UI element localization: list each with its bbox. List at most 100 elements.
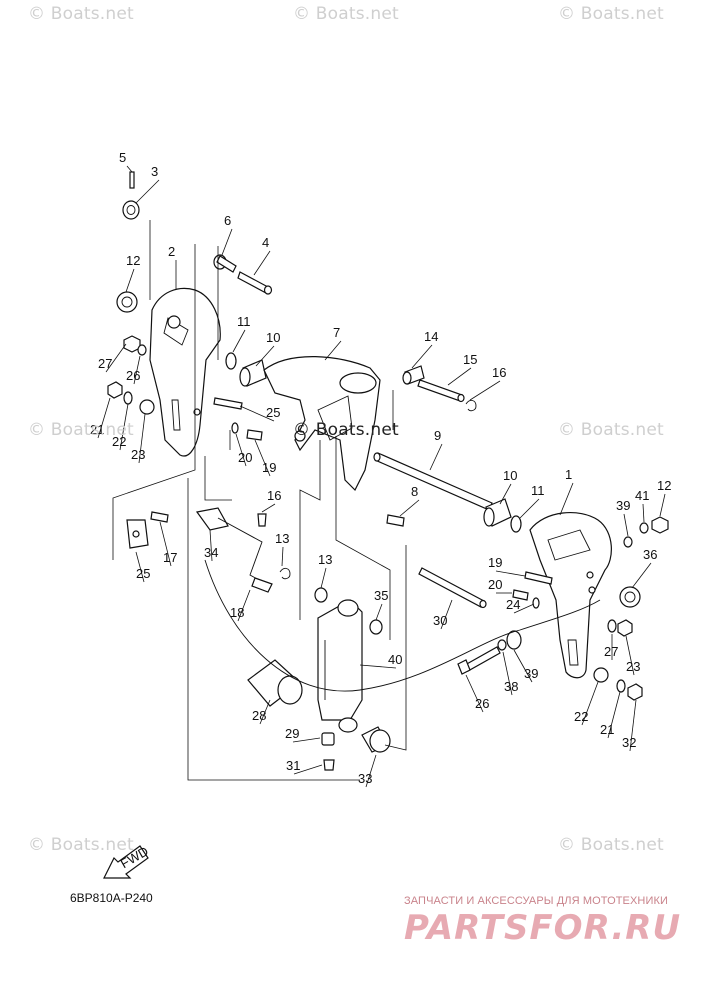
callout-number: 22 (112, 434, 126, 449)
callout-leader (429, 443, 443, 471)
callout-leader (607, 691, 621, 739)
bushing-23-right (593, 667, 609, 683)
shaft-15 (417, 379, 465, 403)
pin-4 (237, 271, 273, 295)
callout-leader (447, 367, 472, 386)
callout-number: 39 (524, 666, 538, 681)
washer-40 (506, 630, 522, 650)
callout-leader (133, 355, 141, 385)
bolt-18 (150, 511, 169, 523)
pin-28 (321, 732, 335, 746)
bolt-19-right (512, 589, 529, 601)
callout-leader (499, 483, 512, 505)
callout-leader (209, 529, 213, 562)
screw-29 (323, 759, 335, 771)
diagram-code: 6BP810A-P240 (70, 891, 153, 905)
washer-26-left (137, 344, 147, 356)
callout-leader (365, 754, 377, 788)
bolt-21-left (107, 381, 123, 399)
callout-number: 11 (531, 483, 545, 498)
callout-number: 26 (475, 696, 489, 711)
callout-number: 2 (168, 244, 175, 259)
sleeve-32 (247, 659, 303, 707)
washer-11-top (225, 352, 237, 370)
callout-number: 34 (204, 545, 218, 560)
callout-leader (411, 344, 433, 369)
callout-leader (581, 681, 599, 726)
callout-leader (469, 380, 501, 401)
callout-leader (629, 699, 637, 752)
bolt-19-left (246, 429, 263, 441)
callout-number: 25 (266, 405, 280, 420)
callout-leader (105, 343, 127, 373)
callout-number: 23 (131, 447, 145, 462)
bolt-25-left (213, 397, 243, 410)
watermark: © Boats.net (28, 4, 134, 24)
callout-number: 13 (318, 552, 332, 567)
callout-leader (239, 405, 275, 422)
callout-number: 29 (285, 726, 299, 741)
callout-number: 16 (492, 365, 506, 380)
callout-leader (235, 433, 247, 467)
callout-leader (292, 737, 321, 743)
watermark: © Boats.net (558, 420, 664, 440)
callout-number: 4 (262, 235, 269, 250)
callout-number: 9 (434, 428, 441, 443)
grease-nipple-8 (386, 514, 405, 527)
callout-number: 26 (126, 368, 140, 383)
bushing-13-a (314, 587, 328, 603)
callout-number: 11 (237, 314, 251, 329)
washer-39-right-top (623, 536, 633, 548)
washer-39-right (497, 639, 507, 651)
callout-leader (253, 250, 271, 276)
washer-11-right (510, 515, 522, 533)
callout-number: 8 (411, 484, 418, 499)
bushing-31 (361, 726, 391, 753)
callout-number: 28 (252, 708, 266, 723)
callout-leader (135, 179, 160, 204)
callout-number: 10 (503, 468, 517, 483)
callout-number: 27 (98, 356, 112, 371)
callout-leader (502, 651, 513, 696)
callout-leader (440, 599, 453, 630)
callout-number: 19 (262, 460, 276, 475)
watermark: © Boats.net (293, 4, 399, 24)
washer-26-right (607, 619, 617, 633)
callout-number: 23 (626, 659, 640, 674)
washer-20-right (532, 597, 540, 609)
vendor-tagline: ЗАПЧАСТИ И АКСЕССУАРЫ ДЛЯ МОТОТЕХНИКИ (404, 895, 668, 907)
bushing-23-left (139, 399, 155, 415)
watermark-center: © Boats.net (293, 420, 399, 440)
swivel-bracket-7 (263, 356, 381, 492)
bolt-21-right (627, 683, 643, 701)
callout-leader (259, 699, 271, 725)
callout-leader (97, 397, 111, 439)
callout-leader (659, 493, 666, 517)
nut-12-left (116, 291, 138, 313)
callout-number: 3 (151, 164, 158, 179)
bolt-25-right (524, 571, 553, 585)
washer-22-left (123, 391, 133, 405)
callout-leader (559, 482, 574, 516)
callout-number: 13 (275, 531, 289, 546)
watermark: © Boats.net (558, 835, 664, 855)
callout-number: 40 (388, 652, 402, 667)
callout-leader (513, 603, 535, 614)
callout-leader (138, 413, 146, 464)
callout-leader (255, 345, 275, 367)
callout-leader (642, 503, 645, 523)
callout-number: 41 (635, 488, 649, 503)
callout-number: 6 (224, 213, 231, 228)
washer-20-left (231, 422, 239, 434)
washer-41b (639, 522, 649, 534)
callout-number: 35 (374, 588, 388, 603)
callout-number: 33 (358, 771, 372, 786)
callout-number: 31 (286, 758, 300, 773)
callout-leader (125, 268, 135, 293)
callout-number: 38 (504, 679, 518, 694)
callout-leader (126, 165, 133, 173)
collar-14 (402, 365, 425, 385)
plate-35 (195, 507, 229, 531)
callout-number: 5 (119, 150, 126, 165)
callout-number: 10 (266, 330, 280, 345)
